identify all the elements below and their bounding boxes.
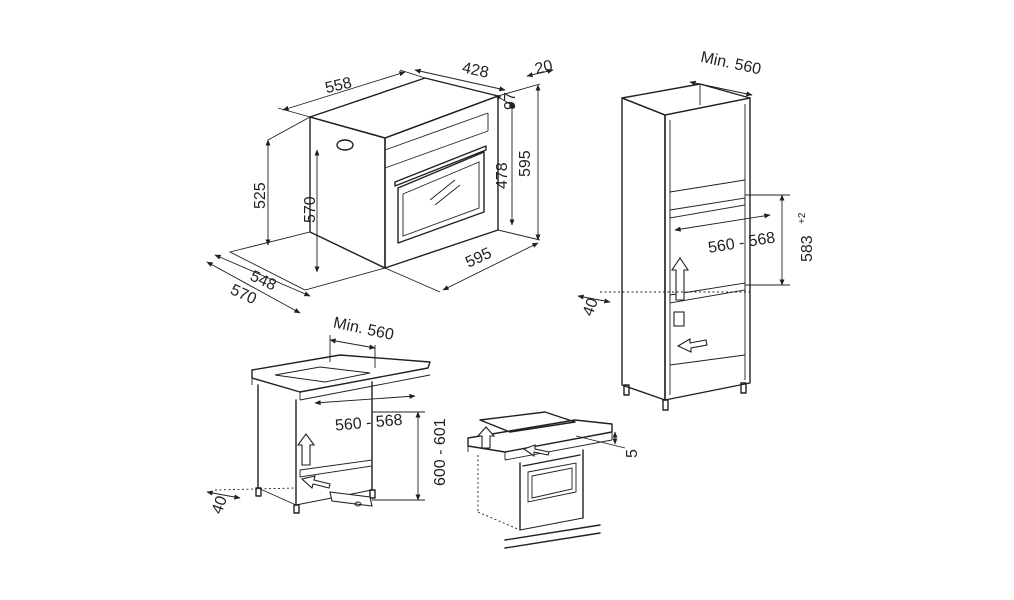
under-vent-gap: 40 — [209, 494, 231, 517]
oven-drawing: 558 428 20 97 478 595 525 570 548 570 59… — [206, 57, 555, 314]
under-counter-drawing: Min. 560 560 - 568 600 - 601 40 — [206, 315, 449, 517]
dim-20: 20 — [533, 57, 554, 78]
dim-428: 428 — [461, 60, 491, 82]
dim-558: 558 — [324, 75, 354, 98]
dim-525: 525 — [252, 182, 269, 209]
column-niche-width: 560 - 568 — [707, 230, 777, 257]
hob-gap: 5 — [624, 449, 641, 458]
dim-595-width: 595 — [463, 245, 494, 272]
column-niche-tolerance: +2 — [797, 212, 808, 224]
under-min-depth: Min. 560 — [332, 315, 396, 344]
column-vent-gap: 40 — [580, 296, 602, 319]
hob-install-drawing: 5 — [467, 411, 641, 549]
column-niche-height: 583 — [799, 235, 816, 262]
column-min-depth: Min. 560 — [699, 49, 763, 78]
dim-478: 478 — [494, 162, 511, 189]
under-niche-width: 560 - 568 — [334, 412, 403, 435]
under-niche-height: 600 - 601 — [432, 418, 449, 486]
dim-595-height: 595 — [517, 150, 534, 177]
dim-97: 97 — [502, 92, 519, 110]
dim-570-inner: 570 — [302, 196, 319, 223]
column-install-drawing: Min. 560 560 - 568 583 +2 40 — [577, 49, 816, 411]
